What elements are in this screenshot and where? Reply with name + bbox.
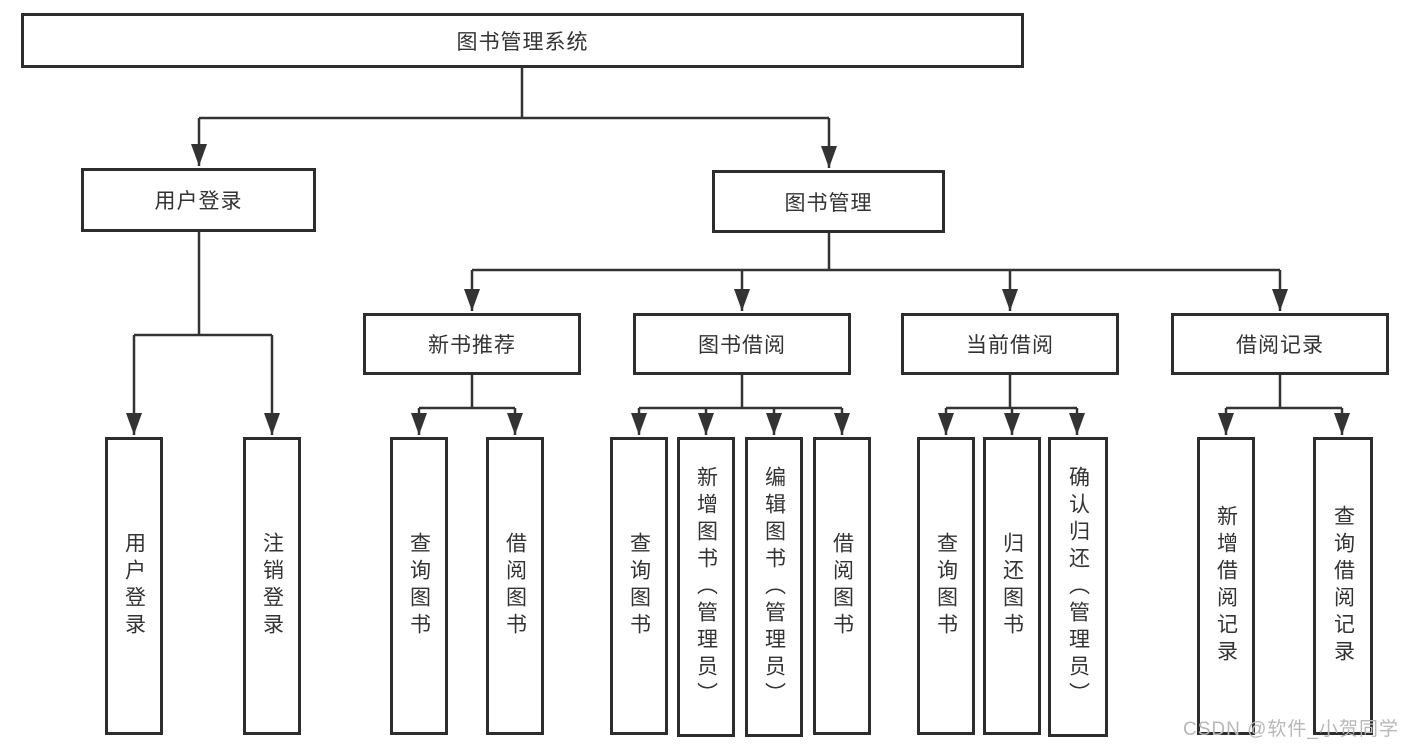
leaf-query-borrow-record-label: 查询借阅记录 bbox=[1331, 505, 1355, 667]
node-book-borrow-label: 图书借阅 bbox=[698, 334, 786, 357]
leaf-query-book-3-label: 查询图书 bbox=[934, 532, 958, 640]
leaf-edit-book-label: 编辑图书（管理员） bbox=[762, 465, 786, 709]
node-new-book-rec: 新书推荐 bbox=[363, 313, 581, 375]
node-current-borrow: 当前借阅 bbox=[901, 313, 1119, 375]
node-root-label: 图书管理系统 bbox=[456, 30, 589, 54]
node-book-mgmt-label: 图书管理 bbox=[784, 191, 873, 215]
leaf-add-book-label: 新增图书（管理员） bbox=[694, 465, 718, 709]
leaf-confirm-return: 确认归还（管理员） bbox=[1048, 437, 1108, 737]
leaf-logout-label: 注销登录 bbox=[260, 532, 284, 640]
leaf-return-book: 归还图书 bbox=[983, 437, 1041, 735]
leaf-add-book: 新增图书（管理员） bbox=[677, 437, 735, 737]
node-user-login-label: 用户登录 bbox=[154, 190, 243, 213]
leaf-user-login: 用户登录 bbox=[105, 437, 163, 735]
node-current-borrow-label: 当前借阅 bbox=[966, 334, 1054, 357]
leaf-query-book-2-label: 查询图书 bbox=[627, 532, 651, 640]
node-borrow-records-label: 借阅记录 bbox=[1236, 334, 1324, 357]
leaf-borrow-book-1-label: 借阅图书 bbox=[503, 532, 527, 640]
leaf-query-book-3: 查询图书 bbox=[917, 437, 975, 735]
leaf-query-borrow-record: 查询借阅记录 bbox=[1313, 437, 1373, 735]
node-book-borrow: 图书借阅 bbox=[633, 313, 851, 375]
leaf-borrow-book-2: 借阅图书 bbox=[813, 437, 871, 735]
leaf-borrow-book-1: 借阅图书 bbox=[486, 437, 544, 735]
node-book-mgmt: 图书管理 bbox=[712, 170, 945, 233]
leaf-user-login-label: 用户登录 bbox=[122, 532, 146, 640]
leaf-confirm-return-label: 确认归还（管理员） bbox=[1066, 465, 1090, 709]
leaf-query-book-2: 查询图书 bbox=[610, 437, 668, 735]
node-new-book-rec-label: 新书推荐 bbox=[428, 334, 516, 357]
leaf-return-book-label: 归还图书 bbox=[1000, 532, 1024, 640]
leaf-logout: 注销登录 bbox=[243, 437, 301, 735]
node-user-login: 用户登录 bbox=[81, 168, 316, 232]
leaf-add-borrow-record: 新增借阅记录 bbox=[1197, 437, 1255, 735]
leaf-add-borrow-record-label: 新增借阅记录 bbox=[1214, 505, 1238, 667]
leaf-borrow-book-2-label: 借阅图书 bbox=[830, 532, 854, 640]
leaf-query-book-1-label: 查询图书 bbox=[407, 532, 431, 640]
junction-lines bbox=[134, 68, 1342, 410]
leaf-query-book-1: 查询图书 bbox=[390, 437, 448, 735]
csdn-watermark: CSDN @软件_小贺同学 bbox=[1183, 719, 1399, 740]
node-root: 图书管理系统 bbox=[21, 13, 1024, 68]
node-borrow-records: 借阅记录 bbox=[1171, 313, 1389, 375]
leaf-edit-book: 编辑图书（管理员） bbox=[745, 437, 803, 737]
